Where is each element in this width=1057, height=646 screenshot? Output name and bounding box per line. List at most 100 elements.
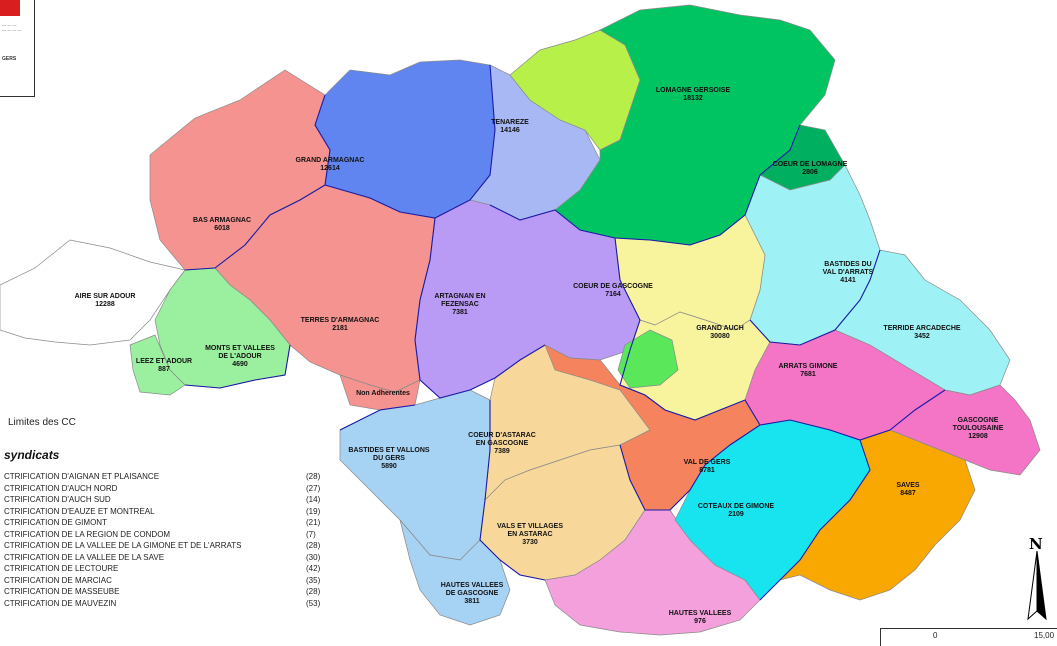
region-label: BAS ARMAGNAC bbox=[193, 217, 251, 224]
region-layer bbox=[0, 4, 1041, 636]
logo-small-text: — — —— — — — bbox=[2, 22, 22, 32]
scale-start: 0 bbox=[933, 631, 938, 640]
region-label: COEUR DE GASCOGNE bbox=[573, 283, 653, 290]
region-label: DE GASCOGNE bbox=[446, 590, 499, 597]
legend-row-count: (28) bbox=[306, 541, 321, 550]
region-label: BASTIDES ET VALLONS bbox=[348, 447, 429, 454]
region-value: 4141 bbox=[840, 277, 856, 284]
region-label: TOULOUSAINE bbox=[953, 425, 1004, 432]
north-arrow-icon bbox=[1027, 551, 1047, 621]
legend-row: CTRIFICATION DE MARCIAC (35) bbox=[4, 576, 324, 588]
region-label: TERRIDE ARCADECHE bbox=[883, 325, 960, 332]
legend-row: CTRIFICATION D'AUCH NORD (27) bbox=[4, 484, 324, 496]
region-label: VAL DE GERS bbox=[684, 459, 731, 466]
region-value: 7389 bbox=[494, 448, 510, 455]
region-value: 2806 bbox=[802, 169, 818, 176]
region-grand-auch-core[interactable] bbox=[617, 329, 679, 389]
legend-row-name: CTRIFICATION D'AIGNAN ET PLAISANCE bbox=[4, 472, 160, 481]
north-label: N bbox=[1029, 535, 1043, 553]
region-leez-adour[interactable] bbox=[129, 334, 186, 396]
region-hautes-vallees-gascogne[interactable] bbox=[399, 519, 511, 626]
region-aire-sur-adour[interactable] bbox=[0, 239, 186, 346]
legend-row-count: (28) bbox=[306, 587, 321, 596]
region-non-adherentes[interactable] bbox=[339, 374, 421, 411]
region-value: 7164 bbox=[605, 291, 621, 298]
region-value: 887 bbox=[158, 366, 170, 373]
region-label: GRAND AUCH bbox=[696, 325, 744, 332]
legend-row-count: (42) bbox=[306, 564, 321, 573]
region-label: LOMAGNE GERSOISE bbox=[656, 87, 731, 94]
region-value: 8487 bbox=[900, 490, 916, 497]
region-value: 12614 bbox=[320, 165, 340, 172]
legend-row-name: CTRIFICATION DE LECTOURE bbox=[4, 564, 119, 573]
region-value: 12908 bbox=[968, 433, 988, 440]
legend-row-name: CTRIFICATION DE GIMONT bbox=[4, 518, 107, 527]
legend-row-count: (27) bbox=[306, 483, 321, 493]
legend-row-name: CTRIFICATION D'EAUZE ET MONTREAL bbox=[4, 506, 155, 516]
region-label: GRAND ARMAGNAC bbox=[296, 157, 365, 164]
region-label: VALS ET VILLAGES bbox=[497, 523, 563, 530]
legend-row-count: (14) bbox=[306, 495, 321, 504]
legend-row-name: CTRIFICATION DE LA VALLEE DE LA GIMONE E… bbox=[4, 541, 242, 550]
north-arrow: N bbox=[1026, 535, 1048, 621]
region-label: HAUTES VALLEES bbox=[441, 582, 504, 589]
region-label: FEZENSAC bbox=[441, 301, 479, 308]
region-value: 4690 bbox=[232, 361, 248, 368]
region-label: GASCOGNE bbox=[958, 417, 999, 424]
region-label: HAUTES VALLEES bbox=[669, 610, 732, 617]
logo-panel: — — —— — — — GERS bbox=[0, 0, 35, 97]
legend-row: CTRIFICATION D'AIGNAN ET PLAISANCE(28) bbox=[4, 472, 324, 484]
legend-row-name: CTRIFICATION DE LA REGION DE CONDOM bbox=[4, 529, 171, 539]
legend-row-count: (19) bbox=[306, 506, 321, 516]
region-label: TENAREZE bbox=[491, 119, 529, 126]
logo-gers-text: GERS bbox=[2, 56, 17, 62]
region-value: 30080 bbox=[710, 333, 730, 340]
region-label-layer: LOMAGNE GERSOISE18132TENAREZE14146GRAND … bbox=[75, 87, 1004, 625]
region-label: EN GASCOGNE bbox=[476, 440, 529, 447]
logo-red-block bbox=[0, 0, 20, 16]
region-label: SAVES bbox=[896, 482, 920, 489]
legend-row-name: CTRIFICATION D'AUCH SUD bbox=[4, 495, 111, 504]
legend-title: syndicats bbox=[4, 448, 60, 462]
legend-row: CTRIFICATION DE GIMONT (21) bbox=[4, 518, 324, 530]
region-label: MONTS ET VALLEES bbox=[205, 345, 275, 352]
region-value: 5890 bbox=[381, 463, 397, 470]
legend-row-name: CTRIFICATION D'AUCH NORD bbox=[4, 483, 118, 493]
legend-rows: CTRIFICATION D'AIGNAN ET PLAISANCE(28)CT… bbox=[4, 472, 324, 610]
legend-row: CTRIFICATION D'EAUZE ET MONTREAL (19) bbox=[4, 507, 324, 519]
scale-bar: 0 15,00 bbox=[880, 628, 1057, 646]
region-value: 7381 bbox=[452, 309, 468, 316]
region-value: 14146 bbox=[500, 127, 520, 134]
region-label: EN ASTARAC bbox=[507, 531, 552, 538]
legend-row-count: (53) bbox=[306, 598, 321, 608]
region-bastides-vallons-gers[interactable] bbox=[339, 389, 491, 561]
region-label: Non Adherentes bbox=[356, 390, 410, 397]
legend-row: CTRIFICATION DE LA VALLEE DE LA SAVE(30) bbox=[4, 553, 324, 565]
region-label: ARRATS GIMONE bbox=[779, 363, 838, 370]
region-value: 2109 bbox=[728, 511, 744, 518]
region-value: 976 bbox=[694, 618, 706, 625]
region-label: TERRES D'ARMAGNAC bbox=[301, 317, 380, 324]
region-value: 8781 bbox=[699, 467, 715, 474]
region-value: 3811 bbox=[464, 598, 479, 605]
legend-row-count: (30) bbox=[306, 552, 321, 562]
region-value: 12288 bbox=[95, 301, 115, 308]
cc-border-layer bbox=[184, 64, 946, 601]
region-label: LEEZ ET ADOUR bbox=[136, 358, 192, 365]
legend-row: CTRIFICATION DE MASSEUBE (28) bbox=[4, 587, 324, 599]
legend-row-name: CTRIFICATION DE MAUVEZIN bbox=[4, 598, 117, 608]
legend-row-name: CTRIFICATION DE MASSEUBE bbox=[4, 587, 120, 596]
scale-end: 15,00 bbox=[1034, 631, 1055, 640]
legend-row-count: (35) bbox=[306, 575, 321, 585]
region-label: ARTAGNAN EN bbox=[434, 293, 485, 300]
region-label: AIRE SUR ADOUR bbox=[75, 293, 136, 300]
legend-row: CTRIFICATION D'AUCH SUD (14) bbox=[4, 495, 324, 507]
legend-row-count: (21) bbox=[306, 518, 321, 527]
region-label: COEUR DE LOMAGNE bbox=[773, 161, 848, 168]
legend-row: CTRIFICATION DE LA REGION DE CONDOM(7) bbox=[4, 530, 324, 542]
region-value: 18132 bbox=[683, 95, 703, 102]
region-value: 6018 bbox=[214, 225, 230, 232]
legend-limites-label: Limites des CC bbox=[8, 417, 76, 428]
legend-row-name: CTRIFICATION DE MARCIAC bbox=[4, 575, 112, 585]
